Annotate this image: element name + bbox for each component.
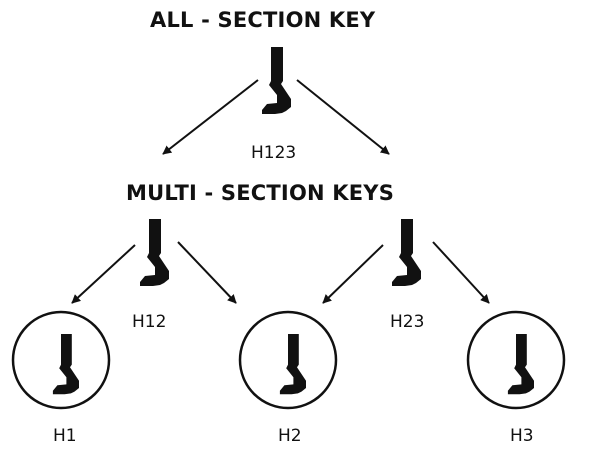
key-label-h2: H2 <box>278 426 302 446</box>
key-label-h3: H3 <box>510 426 534 446</box>
circle-h1 <box>11 310 111 410</box>
multi-section-keys-title: MULTI - SECTION KEYS <box>126 181 395 205</box>
circle-h3 <box>466 310 566 410</box>
arrow-h23-to-h3 <box>432 241 490 304</box>
key-h12-icon <box>140 219 169 286</box>
all-section-key-title: ALL - SECTION KEY <box>150 8 376 32</box>
key-h23-icon <box>392 219 421 286</box>
key-label-h1: H1 <box>53 426 77 446</box>
arrow-h12-to-h1 <box>71 244 136 304</box>
key-label-h23: H23 <box>390 312 425 332</box>
circle-h2 <box>238 310 338 410</box>
arrow-h23-to-h2 <box>322 244 384 304</box>
key-label-h12: H12 <box>132 312 167 332</box>
key-h1-icon <box>52 334 79 395</box>
key-h3-icon <box>507 334 534 395</box>
arrow-h123-to-h12 <box>162 79 259 155</box>
arrow-h12-to-h2 <box>177 241 237 304</box>
key-label-h123: H123 <box>251 143 297 163</box>
arrow-h123-to-h23 <box>296 79 390 155</box>
key-h2-icon <box>279 334 306 395</box>
key-h123-icon <box>262 47 291 114</box>
